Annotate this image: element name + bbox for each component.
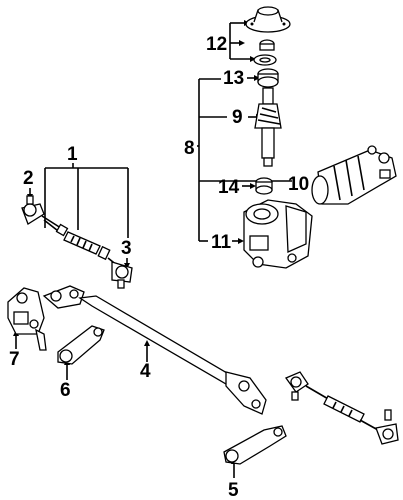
right-tie-rod	[285, 371, 399, 445]
callout-7: 7	[9, 349, 20, 370]
pinion-shaft	[254, 87, 282, 167]
gear-housing	[243, 199, 313, 269]
callout-2: 2	[23, 168, 34, 189]
upper-mount	[245, 6, 291, 66]
callout-12: 12	[206, 34, 227, 55]
callout-10: 10	[288, 174, 309, 195]
center-link	[42, 285, 267, 415]
callout-5: 5	[228, 480, 239, 500]
valve-assembly	[311, 145, 397, 205]
idler-arm	[57, 325, 105, 365]
pitman-arm	[223, 425, 287, 465]
callout-6: 6	[60, 380, 71, 401]
leader-lines	[15, 22, 320, 478]
idler-arm-bracket	[7, 287, 47, 351]
callout-1: 1	[67, 144, 78, 165]
callout-13: 13	[223, 68, 244, 89]
callout-14: 14	[218, 177, 240, 198]
callout-4: 4	[140, 361, 151, 382]
callout-8: 8	[184, 138, 195, 159]
callout-9: 9	[232, 107, 243, 128]
left-tie-rod	[21, 195, 133, 289]
bearing	[257, 68, 279, 88]
callout-3: 3	[121, 238, 132, 259]
callout-11: 11	[211, 232, 232, 253]
seal	[255, 177, 273, 195]
